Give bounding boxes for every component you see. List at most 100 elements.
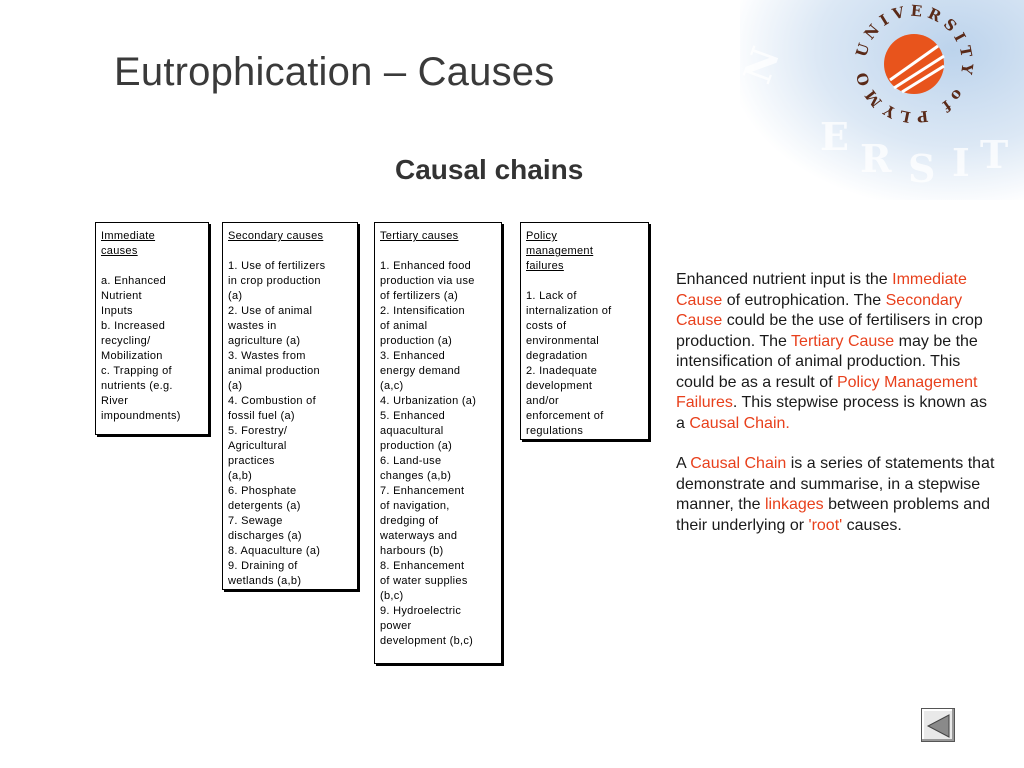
logo-graphic: N E R S I T UNIVERSITY of PLYMOUTH xyxy=(740,0,1024,200)
box-line: animal production xyxy=(228,365,320,377)
box-line: agriculture (a) xyxy=(228,335,301,347)
box-line: energy demand xyxy=(380,365,461,377)
box-line: 1. Use of fertilizers xyxy=(228,260,326,272)
box-line: and/or xyxy=(526,395,559,407)
logo-rays-icon xyxy=(889,44,945,94)
box-line: enforcement of xyxy=(526,410,604,422)
text-run: . This stepwise process is known as a xyxy=(676,394,987,432)
explanation-paragraph-1: Enhanced nutrient input is the Immediate… xyxy=(676,270,996,434)
box-line: development (b,c) xyxy=(380,635,474,647)
box-header: failures xyxy=(526,260,564,272)
box-line: (a,c) xyxy=(380,380,404,392)
text-run: causes. xyxy=(842,516,902,534)
box-line: power xyxy=(380,620,412,632)
box-line: production (a) xyxy=(380,440,453,452)
box-line: 4. Combustion of xyxy=(228,395,316,407)
box-line: environmental xyxy=(526,335,599,347)
box-line: Nutrient xyxy=(101,290,142,302)
highlighted-term: linkages xyxy=(764,496,824,513)
box-header: causes xyxy=(101,245,138,257)
box-line: changes (a,b) xyxy=(380,470,452,482)
box-line: 7. Sewage xyxy=(228,515,283,527)
box-line: 1. Enhanced food xyxy=(380,260,472,272)
box-header: Policy xyxy=(526,230,558,242)
box-line: waterways and xyxy=(380,530,458,542)
text-run: is a series of statements that demonstra… xyxy=(676,455,995,513)
box-line: 9. Draining of xyxy=(228,560,298,572)
box-line: a. Enhanced xyxy=(101,275,167,287)
box-line: practices xyxy=(228,455,275,467)
box-line: 3. Wastes from xyxy=(228,350,306,362)
box-line: discharges (a) xyxy=(228,530,302,542)
box-line: 6. Land-use xyxy=(380,455,442,467)
box-line: 5. Forestry/ xyxy=(228,425,288,437)
box-line: (a) xyxy=(228,290,243,302)
svg-text:E: E xyxy=(820,114,849,159)
svg-text:S: S xyxy=(908,146,935,191)
box-line: 8. Aquaculture (a) xyxy=(228,545,321,557)
box-line: fossil fuel (a) xyxy=(228,410,295,422)
box-line: Agricultural xyxy=(228,440,287,452)
box-header: Secondary causes xyxy=(228,230,324,242)
box-line: degradation xyxy=(526,350,588,362)
back-button[interactable] xyxy=(921,708,955,742)
highlighted-term: Policy Management Failures xyxy=(676,373,978,412)
box-line: impoundments) xyxy=(101,410,181,422)
highlighted-term: Tertiary Cause xyxy=(791,332,895,350)
highlighted-term: Causal Chain. xyxy=(689,414,790,432)
box-line: nutrients (e.g. xyxy=(101,380,173,392)
box-line: (b,c) xyxy=(380,590,404,602)
box-line: internalization of xyxy=(526,305,612,317)
box-line: 2. Intensification xyxy=(380,305,465,317)
box-line: regulations xyxy=(526,425,584,437)
box-line: 7. Enhancement xyxy=(380,485,465,497)
text-run: between problems and their underlying or xyxy=(676,496,990,534)
highlighted-term: 'root' xyxy=(808,516,843,534)
text-run: of eutrophication. The xyxy=(722,291,886,309)
box-line: wastes in xyxy=(228,320,277,332)
svg-text:I: I xyxy=(952,140,970,185)
box-line: River xyxy=(101,395,129,407)
box-line: (a) xyxy=(228,380,243,392)
text-run: Enhanced nutrient input is the xyxy=(676,271,893,288)
text-run: could be the use of fertilisers in crop … xyxy=(676,312,983,350)
svg-text:R: R xyxy=(860,136,892,181)
box-line: of water supplies xyxy=(380,575,468,587)
box-line: detergents (a) xyxy=(228,500,301,512)
explanation-text: Enhanced nutrient input is the Immediate… xyxy=(676,270,996,536)
box-line: Mobilization xyxy=(101,350,163,362)
secondary-causes-box: Secondary causes 1. Use of fertilizers in … xyxy=(222,222,358,590)
highlighted-term: Immediate Cause xyxy=(676,271,967,309)
box-line: in crop production xyxy=(228,275,321,287)
box-line: 9. Hydroelectric xyxy=(380,605,462,617)
box-line: 8. Enhancement xyxy=(380,560,465,572)
box-line: aquacultural xyxy=(380,425,444,437)
box-line: c. Trapping of xyxy=(101,365,172,377)
box-line: 6. Phosphate xyxy=(228,485,297,497)
university-logo: N E R S I T UNIVERSITY of PLYMOUTH xyxy=(740,0,1024,200)
highlighted-term: Secondary Cause xyxy=(676,291,963,330)
box-header: management xyxy=(526,245,594,257)
box-line: of fertilizers (a) xyxy=(380,290,459,302)
page-title: Eutrophication – Causes xyxy=(114,50,555,94)
box-line: 4. Urbanization (a) xyxy=(380,395,477,407)
box-line: 2. Use of animal xyxy=(228,305,313,317)
section-title: Causal chains xyxy=(395,154,584,185)
box-line: costs of xyxy=(526,320,567,332)
text-run: may be the intensification of animal pro… xyxy=(676,332,978,391)
triangle-left-icon xyxy=(926,714,950,738)
box-header: Tertiary causes xyxy=(380,230,459,242)
box-line: 5. Enhanced xyxy=(380,410,446,422)
highlighted-term: Causal Chain xyxy=(690,455,787,472)
text-run: A xyxy=(676,455,691,472)
box-line: (a,b) xyxy=(228,470,253,482)
box-line: wetlands (a,b) xyxy=(228,575,302,587)
box-line: 3. Enhanced xyxy=(380,350,446,362)
box-line: 2. Inadequate xyxy=(526,365,598,377)
box-line: development xyxy=(526,380,593,392)
box-line: production (a) xyxy=(380,335,453,347)
box-line: Inputs xyxy=(101,305,133,317)
box-line: production via use xyxy=(380,275,475,287)
